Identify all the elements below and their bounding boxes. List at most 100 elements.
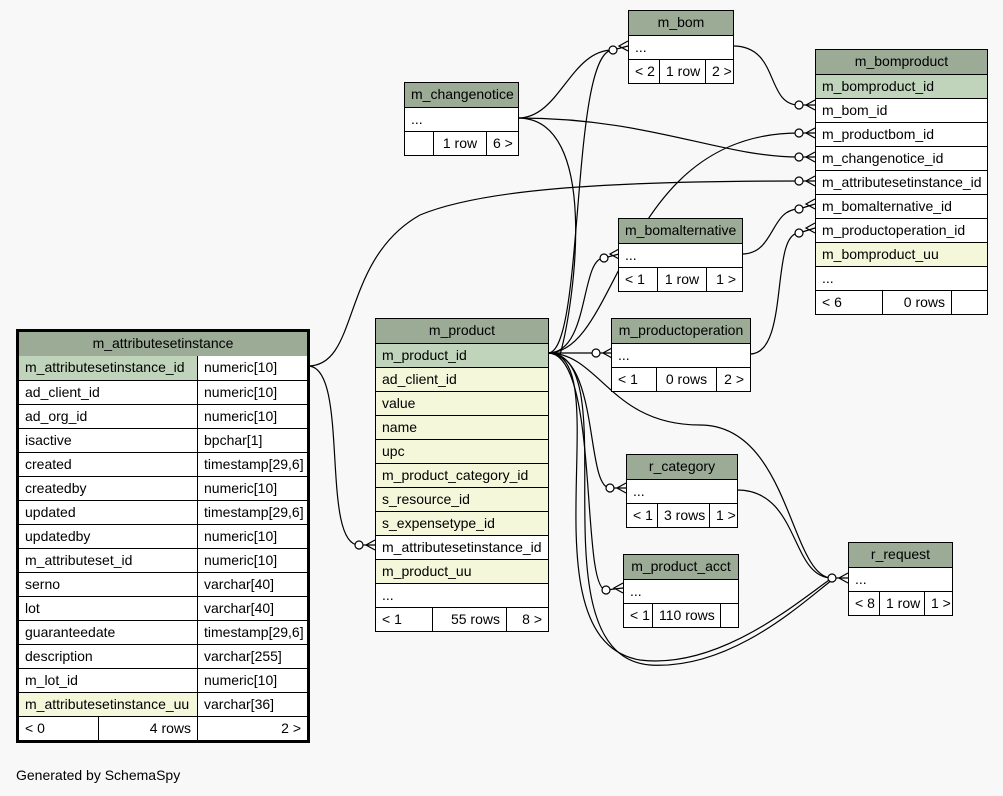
parents-count: < 0 [25, 720, 45, 736]
table-title: r_request [849, 543, 952, 567]
column-row: updated timestamp[29,6] [19, 500, 307, 524]
table-title: m_changenotice [405, 83, 518, 107]
edge-changenotice-bom [517, 49, 614, 119]
column-name: isactive [25, 432, 72, 448]
edge-product-bomalternative [547, 253, 620, 354]
column-s-resource-id: s_resource_id [376, 488, 548, 511]
table-r-category[interactable]: r_category ... < 1 3 rows 1 > [626, 454, 738, 528]
column-row: lot varchar[40] [19, 596, 307, 620]
column-type: numeric[10] [197, 356, 307, 380]
row-count: 0 rows [656, 368, 716, 391]
table-title: m_bomalternative [619, 219, 742, 243]
table-m-product[interactable]: m_product m_product_id ad_client_id valu… [375, 318, 549, 632]
column-type: numeric[10] [197, 405, 307, 428]
children-count: 2 > [705, 60, 733, 83]
column-type: varchar[40] [197, 597, 307, 620]
children-count: 1 > [924, 592, 952, 615]
parents-count: < 1 [618, 371, 638, 387]
column-upc: upc [376, 440, 548, 463]
column-m-product-category-id: m_product_category_id [376, 464, 548, 487]
more-columns: ... [855, 571, 867, 587]
edge-productoperation-bomproduct [749, 227, 816, 355]
table-title: m_bomproduct [816, 50, 987, 74]
column-name: guaranteedate [25, 624, 116, 640]
column-m-bom-id: m_bom_id [822, 102, 888, 118]
column-m-changenotice-id: m_changenotice_id [822, 150, 944, 166]
more-columns: ... [625, 247, 637, 263]
column-name: m_attributesetinstance_id [19, 356, 197, 380]
more-columns: ... [822, 270, 834, 286]
children-count: 1 > [706, 268, 742, 291]
table-m-bomalternative[interactable]: m_bomalternative ... < 1 1 row 1 > [618, 218, 743, 292]
more-columns: ... [630, 583, 642, 599]
children-count: 2 > [197, 717, 307, 740]
children-count: 8 > [506, 608, 548, 631]
column-type: numeric[10] [197, 549, 307, 572]
column-name: updatedby [25, 528, 91, 544]
row-count: 1 row [657, 268, 706, 291]
column-name: updated [25, 504, 76, 520]
more-columns: ... [382, 587, 394, 603]
more-columns: ... [618, 347, 630, 363]
column-type: timestamp[29,6] [197, 453, 307, 476]
row-count: 1 row [659, 60, 705, 83]
edge-changenotice-bomproduct [517, 117, 815, 158]
parents-count: < 1 [633, 507, 653, 523]
parents-count: < 1 [625, 271, 645, 287]
parents-count: < 2 [635, 63, 655, 79]
row-count: 4 rows [98, 717, 197, 740]
table-title: m_attributesetinstance [19, 332, 307, 356]
table-m-bomproduct[interactable]: m_bomproduct m_bomproduct_id m_bom_id m_… [815, 49, 988, 315]
column-m-bomalternative-id: m_bomalternative_id [822, 198, 952, 214]
column-m-productbom-id: m_productbom_id [822, 126, 935, 142]
column-type: timestamp[29,6] [197, 501, 307, 524]
column-row: guaranteedate timestamp[29,6] [19, 620, 307, 644]
row-count: 0 rows [882, 291, 951, 314]
edge-bomalternative-bomproduct [741, 203, 816, 255]
table-m-product-acct[interactable]: m_product_acct ... < 1 110 rows [623, 554, 739, 628]
primary-key-column: m_product_id [376, 344, 548, 367]
column-type: timestamp[29,6] [197, 621, 307, 644]
row-count: 1 row [879, 592, 924, 615]
column-name: createdby [25, 480, 87, 496]
column-name: lot [25, 600, 40, 616]
column-type: numeric[10] [197, 381, 307, 404]
parents-count: < 1 [630, 607, 650, 623]
table-m-attributesetinstance[interactable]: m_attributesetinstance m_attributesetins… [16, 329, 310, 743]
row-count: 55 rows [432, 608, 506, 631]
parents-count: < 6 [822, 294, 842, 310]
column-type: numeric[10] [197, 669, 307, 692]
column-m-bomproduct-uu: m_bomproduct_uu [816, 243, 987, 266]
column-type: bpchar[1] [197, 429, 307, 452]
edge-rcategory-rrequest [736, 489, 848, 579]
column-m-productoperation-id: m_productoperation_id [822, 222, 966, 238]
table-m-changenotice[interactable]: m_changenotice ... 1 row 6 > [404, 82, 519, 156]
table-m-bom[interactable]: m_bom ... < 2 1 row 2 > [628, 10, 734, 84]
table-m-productoperation[interactable]: m_productoperation ... < 1 0 rows 2 > [611, 318, 751, 392]
column-name: created [25, 456, 72, 472]
table-title: m_product [376, 319, 548, 343]
table-title: m_bom [629, 11, 733, 35]
column-m-attributesetinstance-id: m_attributesetinstance_id [382, 539, 542, 555]
column-name: m_attributeset_id [25, 552, 133, 568]
edge-asi-product [307, 365, 375, 546]
children-count: 2 > [716, 368, 750, 391]
table-title: r_category [627, 455, 737, 479]
column-row: isactive bpchar[1] [19, 428, 307, 452]
column-row: created timestamp[29,6] [19, 452, 307, 476]
row-count: 110 rows [652, 604, 720, 627]
edge-bom-bomproduct [732, 45, 815, 106]
column-s-expensetype-id: s_expensetype_id [376, 512, 548, 535]
column-type: varchar[36] [197, 693, 307, 716]
parents-count: < 1 [382, 611, 402, 627]
table-r-request[interactable]: r_request ... < 8 1 row 1 > [848, 542, 953, 616]
column-name: name [376, 416, 548, 439]
column-name: ad_org_id [25, 408, 88, 424]
row-count: 3 rows [657, 504, 709, 527]
